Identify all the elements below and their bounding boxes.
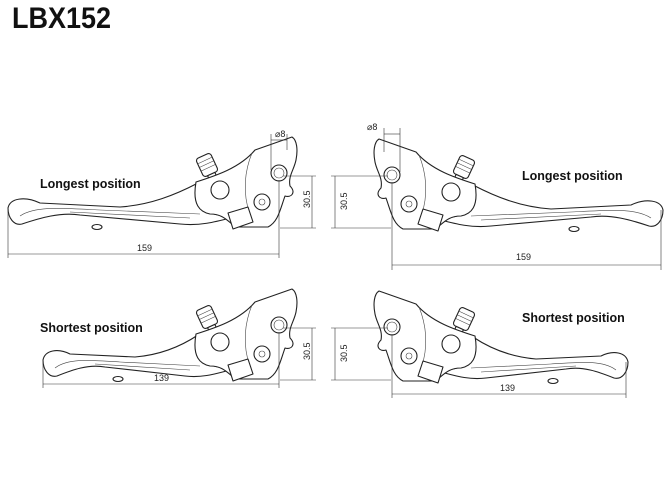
- length-label: 139: [500, 383, 515, 393]
- position-label: Shortest position: [522, 311, 625, 325]
- position-label: Longest position: [522, 169, 623, 183]
- height-label: 30.5: [339, 344, 349, 362]
- height-label: 30.5: [302, 190, 312, 208]
- lever-longest-right: [331, 128, 664, 270]
- length-label: 159: [516, 252, 531, 262]
- lever-shortest-left: [42, 288, 316, 388]
- lever-shortest-right: [331, 290, 629, 398]
- height-label: 30.5: [302, 342, 312, 360]
- model-title: LBX152: [12, 2, 112, 35]
- height-label: 30.5: [339, 192, 349, 210]
- dimension-lines: [7, 134, 316, 258]
- position-label: Longest position: [40, 177, 141, 191]
- diameter-label: ⌀8: [275, 129, 285, 139]
- length-label: 159: [137, 243, 152, 253]
- length-label: 139: [154, 373, 169, 383]
- diameter-label: ⌀8: [367, 122, 377, 132]
- position-label: Shortest position: [40, 321, 143, 335]
